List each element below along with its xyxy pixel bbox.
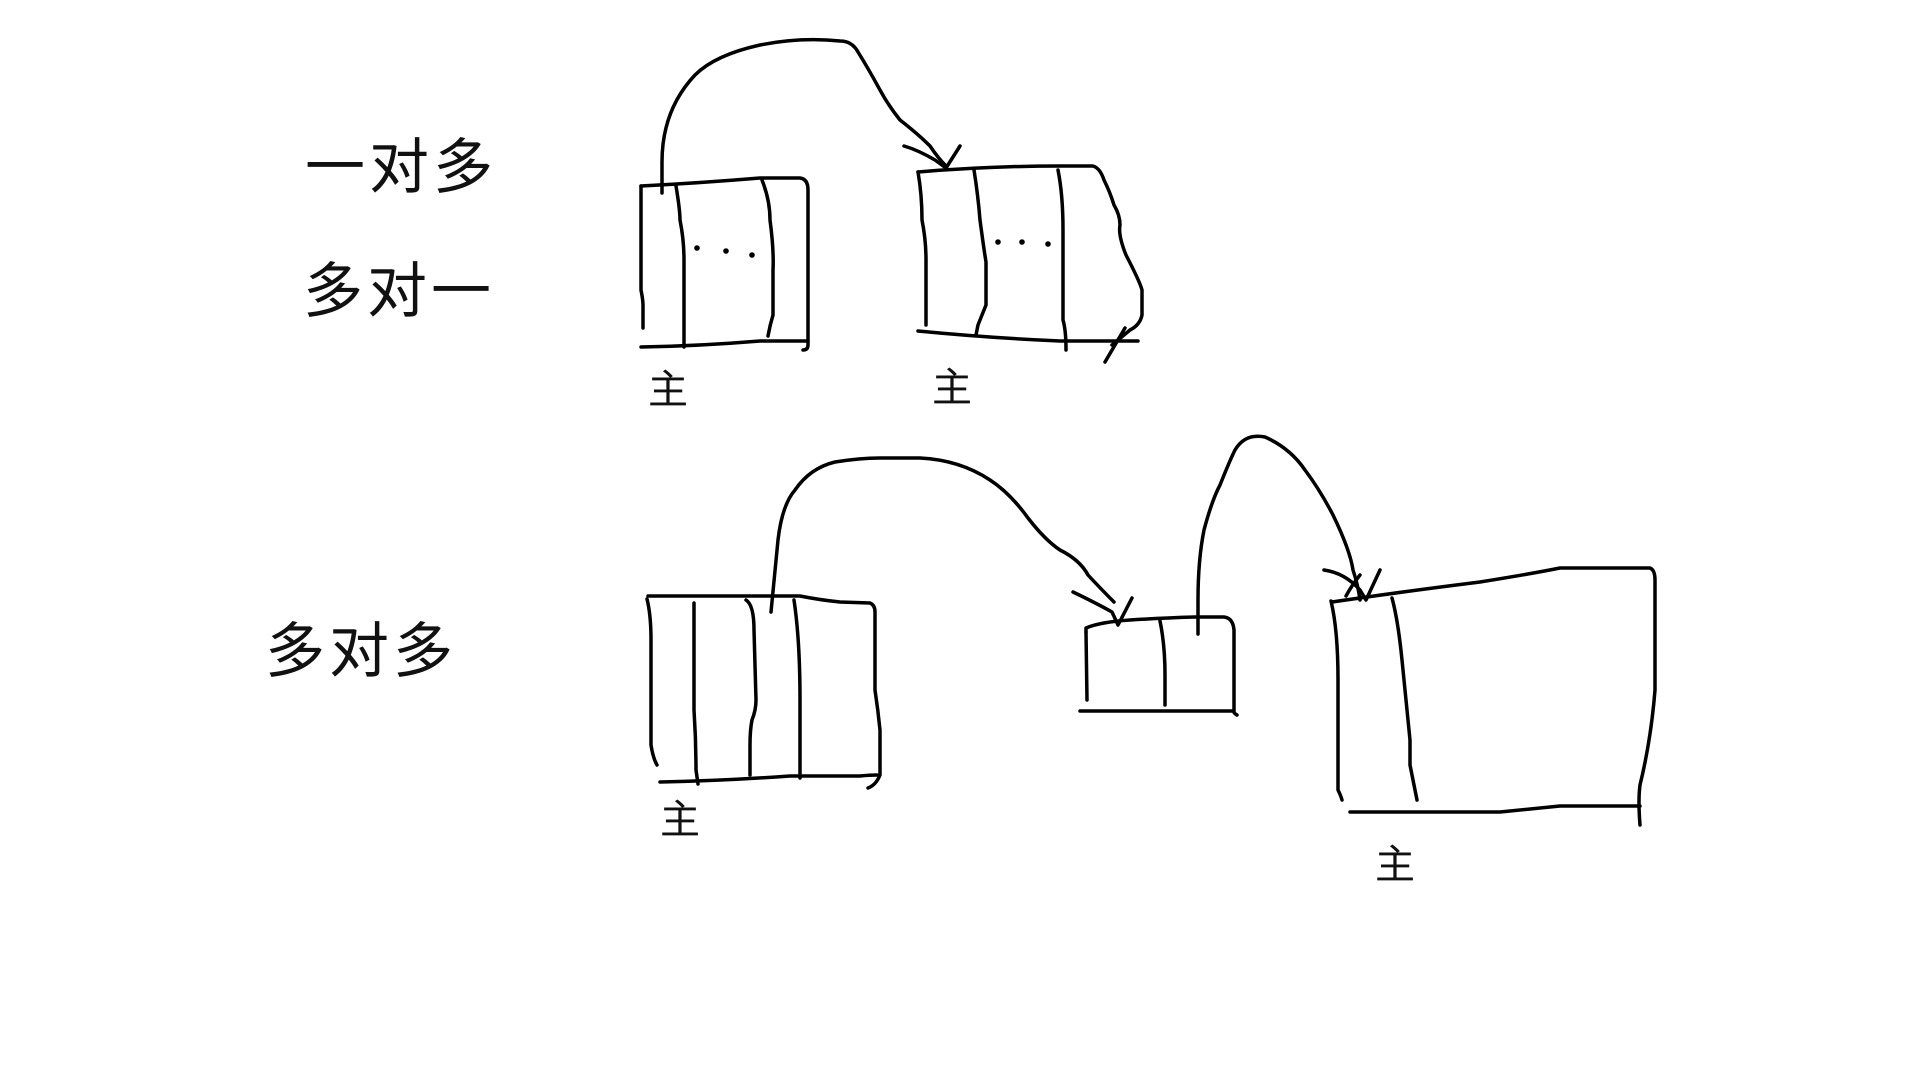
table-bottom-edge — [1348, 804, 1642, 814]
many-to-many-junction-table — [1078, 615, 1239, 717]
primary-key-label: 主 — [1375, 842, 1415, 888]
table-top-edge — [916, 164, 1144, 347]
table-column-divider — [760, 178, 775, 338]
primary-key-label: 主 — [932, 365, 972, 411]
table-outline — [1329, 599, 1344, 802]
many-to-many-left-table — [645, 594, 882, 790]
one-to-many-table — [639, 176, 810, 352]
table-top-edge — [1330, 566, 1657, 827]
label-one-to-many: 一对多 — [305, 133, 497, 203]
table-column-divider — [744, 598, 758, 777]
table-outline — [916, 170, 928, 327]
label-many-to-many: 多对多 — [265, 617, 457, 687]
one-to-many-relation-arrow — [660, 37, 948, 195]
arrow-head — [1071, 590, 1134, 627]
table-column-divider — [1056, 168, 1068, 352]
many-to-many-right-table — [1329, 566, 1657, 827]
primary-key-label: 主 — [648, 367, 688, 413]
table-outline — [639, 184, 645, 330]
arrow-head — [902, 144, 962, 170]
arrow-head — [1322, 568, 1382, 602]
table-column-divider — [1158, 619, 1167, 707]
arrow-head — [1344, 573, 1362, 598]
primary-key-label: 主 — [660, 797, 700, 843]
many-to-many-right-relation-arrow — [1196, 434, 1362, 636]
table-column-divider — [1390, 596, 1419, 802]
table-column-divider — [674, 184, 686, 349]
table-column-divider — [692, 601, 700, 786]
table-column-divider — [792, 598, 802, 780]
many-to-many-left-relation-arrow — [769, 456, 1116, 614]
table-corner-mark — [1103, 326, 1127, 364]
table-outline — [645, 597, 659, 767]
label-many-to-one: 多对一 — [303, 257, 495, 327]
table-bottom-edge — [916, 329, 1140, 343]
table-column-divider — [972, 168, 988, 337]
table-top-edge — [646, 594, 882, 790]
table-top-edge — [639, 176, 810, 352]
table-outline — [1084, 630, 1089, 702]
table-bottom-edge — [639, 339, 810, 349]
table-bottom-edge — [658, 773, 879, 784]
one-to-many-target-table — [916, 164, 1144, 364]
ellipsis-dots — [694, 239, 1051, 258]
